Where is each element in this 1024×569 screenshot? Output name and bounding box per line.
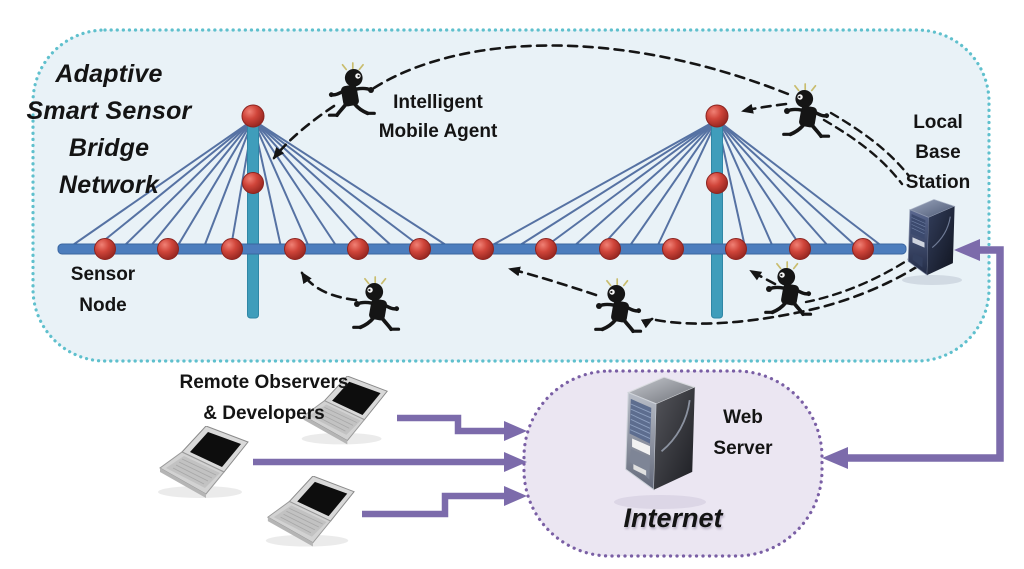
right-tower-cables — [488, 119, 884, 248]
red-sphere-icon — [472, 238, 494, 260]
red-sphere-icon — [705, 104, 729, 128]
sensor-nodes — [94, 104, 874, 260]
web-server — [614, 376, 706, 509]
bridge-tower-left — [247, 109, 259, 319]
sensor-node-label: Sensor Node — [70, 264, 136, 316]
mobile-agent-label: Intelligent Mobile Agent — [378, 92, 498, 142]
uplink-arrows — [253, 239, 1004, 518]
red-sphere-icon — [284, 238, 306, 260]
network-title: Adaptive Smart Sensor Bridge Network — [26, 60, 192, 199]
red-sphere-icon — [242, 172, 264, 194]
red-sphere-icon — [706, 172, 728, 194]
red-sphere-icon — [94, 238, 116, 260]
server-tower-icon — [624, 376, 696, 491]
laptop3-to-internet-arrow — [362, 492, 506, 518]
internet-to-base-station-link — [846, 246, 1004, 462]
bridge-tower-right — [711, 109, 723, 319]
left-tower-cables — [69, 119, 450, 248]
agent-migration-paths — [272, 44, 926, 329]
red-sphere-icon — [535, 238, 557, 260]
laptop-icon — [265, 476, 355, 548]
red-sphere-icon — [409, 238, 431, 260]
red-sphere-icon — [852, 238, 874, 260]
red-sphere-icon — [662, 238, 684, 260]
laptop1-to-internet-arrow — [397, 414, 506, 435]
red-sphere-icon — [157, 238, 179, 260]
red-sphere-icon — [347, 238, 369, 260]
internet-label: Internet — [623, 503, 723, 533]
red-sphere-icon — [221, 238, 243, 260]
web-server-label: Web Server — [713, 407, 773, 459]
local-base-station — [902, 198, 962, 285]
red-sphere-icon — [789, 238, 811, 260]
red-sphere-icon — [241, 104, 265, 128]
bridge-cables — [69, 119, 884, 248]
red-sphere-icon — [599, 238, 621, 260]
base-station-label: Local Base Station — [905, 112, 971, 193]
server-tower-icon — [907, 198, 956, 276]
laptop-icon — [157, 426, 249, 499]
red-sphere-icon — [725, 238, 747, 260]
observers-label: Remote Observers & Developers — [179, 372, 349, 424]
